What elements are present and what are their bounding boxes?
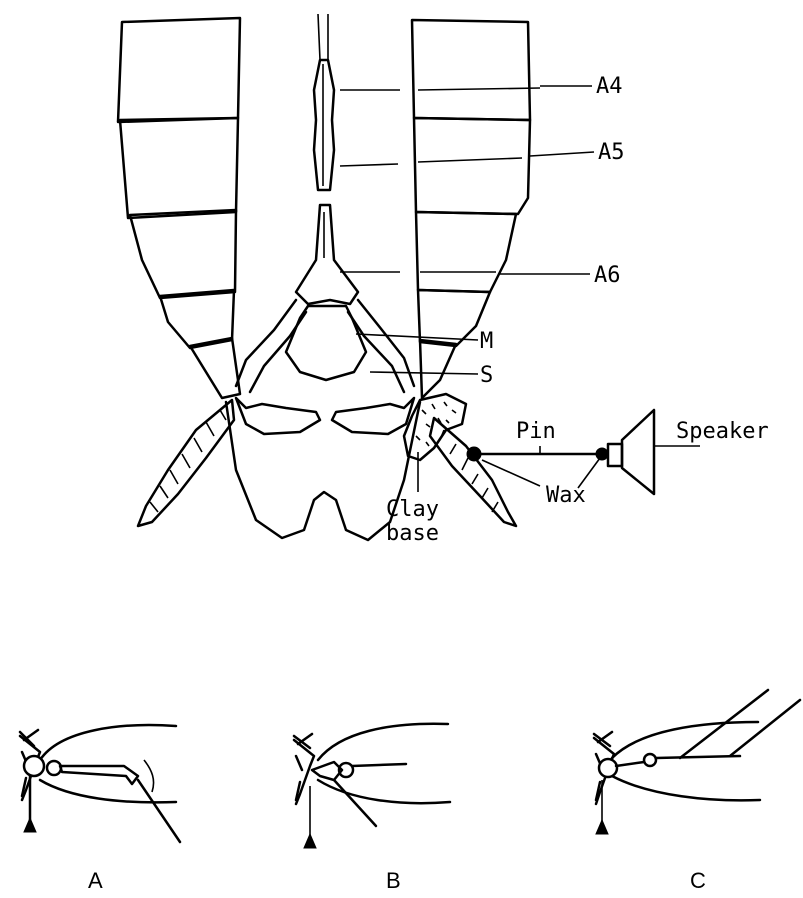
label-wax: Wax bbox=[546, 483, 586, 508]
speaker-magnet bbox=[608, 444, 622, 466]
label-a5: A5 bbox=[598, 140, 625, 165]
panel-c-label: C bbox=[690, 868, 706, 893]
wax-blob-speaker bbox=[596, 448, 608, 460]
label-pin: Pin bbox=[516, 419, 556, 444]
label-base: base bbox=[386, 521, 439, 546]
speaker-cone bbox=[622, 410, 654, 494]
central-structure bbox=[226, 14, 420, 540]
panel-c: C bbox=[594, 690, 800, 893]
stimulus-apparatus bbox=[467, 410, 700, 494]
panel-a: A bbox=[20, 725, 180, 893]
leader-lines bbox=[340, 86, 594, 374]
label-s: S bbox=[480, 363, 493, 388]
right-segments bbox=[412, 20, 530, 398]
left-segments bbox=[118, 18, 240, 398]
label-speaker: Speaker bbox=[676, 419, 769, 444]
panel-b: B bbox=[294, 724, 450, 893]
label-a6: A6 bbox=[594, 263, 621, 288]
label-clay: Clay bbox=[386, 497, 439, 522]
panel-a-label: A bbox=[88, 868, 103, 893]
label-a4: A4 bbox=[596, 74, 623, 99]
wax-blob-cercus bbox=[467, 447, 481, 461]
abdomen-diagram: A4 A5 A6 M S Pin Speaker Wax Clay base bbox=[118, 14, 769, 546]
panel-b-label: B bbox=[386, 868, 401, 893]
left-cercus bbox=[138, 400, 234, 526]
label-m: M bbox=[480, 329, 493, 354]
